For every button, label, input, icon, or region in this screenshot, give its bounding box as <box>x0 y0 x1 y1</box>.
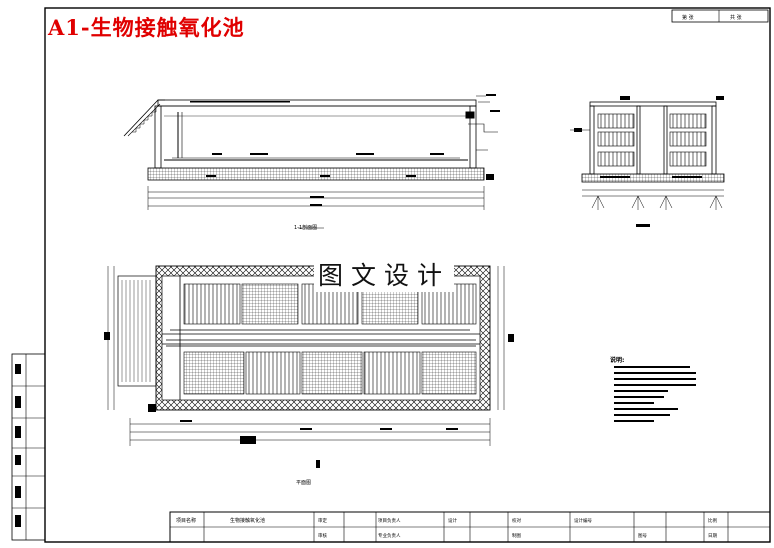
sheet-label-2: 共 张 <box>730 14 742 21</box>
sheet-label-1: 第 张 <box>682 14 694 21</box>
cell-label-1: 审定 <box>318 517 327 524</box>
plan-annotations <box>104 332 514 468</box>
cell-label-5: 制图 <box>512 532 521 539</box>
drawing-title: A1-生物接触氧化池 <box>48 15 245 40</box>
cell-label-2: 审核 <box>318 532 327 539</box>
cell-label-8: 设计编号 <box>574 517 592 524</box>
section-2-2-drawing <box>570 101 725 210</box>
watermark-text: 图文设计 <box>314 256 455 292</box>
section-1-1-label: 1-1剖面图 <box>294 224 317 231</box>
drawing-name: 生物接触氧化池 <box>230 517 265 524</box>
section-1-1-annotations <box>190 94 500 206</box>
cell-label-4: 校对 <box>512 517 521 524</box>
sheet-number-box <box>671 9 769 23</box>
notes-heading: 说明: <box>610 356 624 364</box>
section-2-2-annotations <box>574 96 724 227</box>
cell-label-7: 项目负责人 <box>378 517 401 524</box>
cell-label-3: 设计 <box>448 517 457 524</box>
title-block-cell-labels: 审定 审核 设计 校对 制图 专业负责人 项目负责人 设计编号 图号 日期 比例 <box>318 517 717 539</box>
cell-label-9: 图号 <box>638 533 647 539</box>
left-signature-strip <box>11 353 46 541</box>
plan-label: 平面图 <box>296 480 311 486</box>
project-name-label: 项目名称 <box>176 517 196 524</box>
cell-label-10: 日期 <box>708 533 717 539</box>
plan-drawing <box>107 265 505 446</box>
cell-label-6: 专业负责人 <box>378 532 401 539</box>
notes-block: 说明: <box>610 356 696 422</box>
cell-label-11: 比例 <box>708 517 717 524</box>
section-1-1-drawing <box>123 95 498 229</box>
title-block <box>169 511 771 543</box>
